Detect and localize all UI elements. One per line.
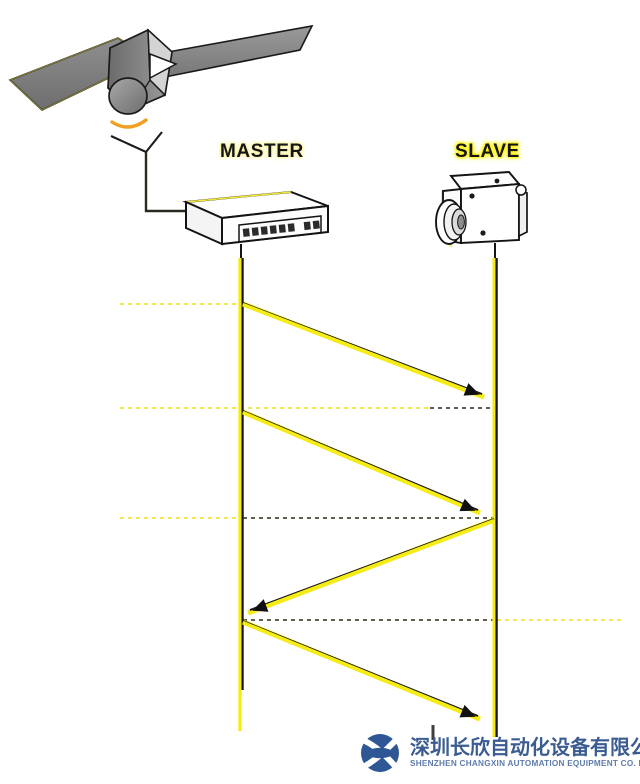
delay-response-arrow: [242, 619, 481, 722]
satellite-icon: [8, 24, 314, 129]
slave-label: SLAVE: [455, 141, 520, 162]
satellite-reflector: [149, 52, 178, 80]
satellite-dish: [108, 77, 148, 115]
network-switch-icon: [182, 190, 329, 246]
company-name-cn: 深圳长欣自动化设备有限公司: [410, 735, 640, 760]
antenna-icon: [110, 131, 185, 213]
camera-screw-top: [469, 193, 475, 199]
switch-port-bank: [238, 215, 322, 243]
camera-connector: [518, 188, 528, 238]
timestamp-lines: [120, 303, 622, 621]
delay-request-arrow: [247, 517, 495, 616]
camera-body-face: [460, 182, 520, 245]
sync-message-arrow: [242, 301, 485, 400]
camera-aperture: [457, 214, 465, 230]
follow-up-message-arrow: [242, 409, 481, 516]
antenna-dipole: [110, 131, 163, 154]
satellite-solar-panel-right: [158, 24, 314, 80]
antenna-cable: [144, 152, 185, 213]
camera-screw-rear: [494, 178, 500, 184]
company-name-en: SHENZHEN CHANGXIN AUTOMATION EQUIPMENT C…: [410, 759, 640, 769]
company-logo-icon: [361, 734, 399, 772]
company-watermark: 深圳长欣自动化设备有限公司 SHENZHEN CHANGXIN AUTOMATI…: [357, 733, 640, 773]
satellite-signal-arc: [110, 118, 148, 129]
industrial-camera-icon: [435, 171, 528, 258]
switch-side-face: [185, 200, 223, 246]
camera-screw-bottom: [480, 230, 486, 236]
message-arrows: [242, 301, 495, 722]
switch-ports: [242, 220, 320, 237]
master-label: MASTER: [220, 141, 304, 162]
timelines: [238, 258, 498, 737]
